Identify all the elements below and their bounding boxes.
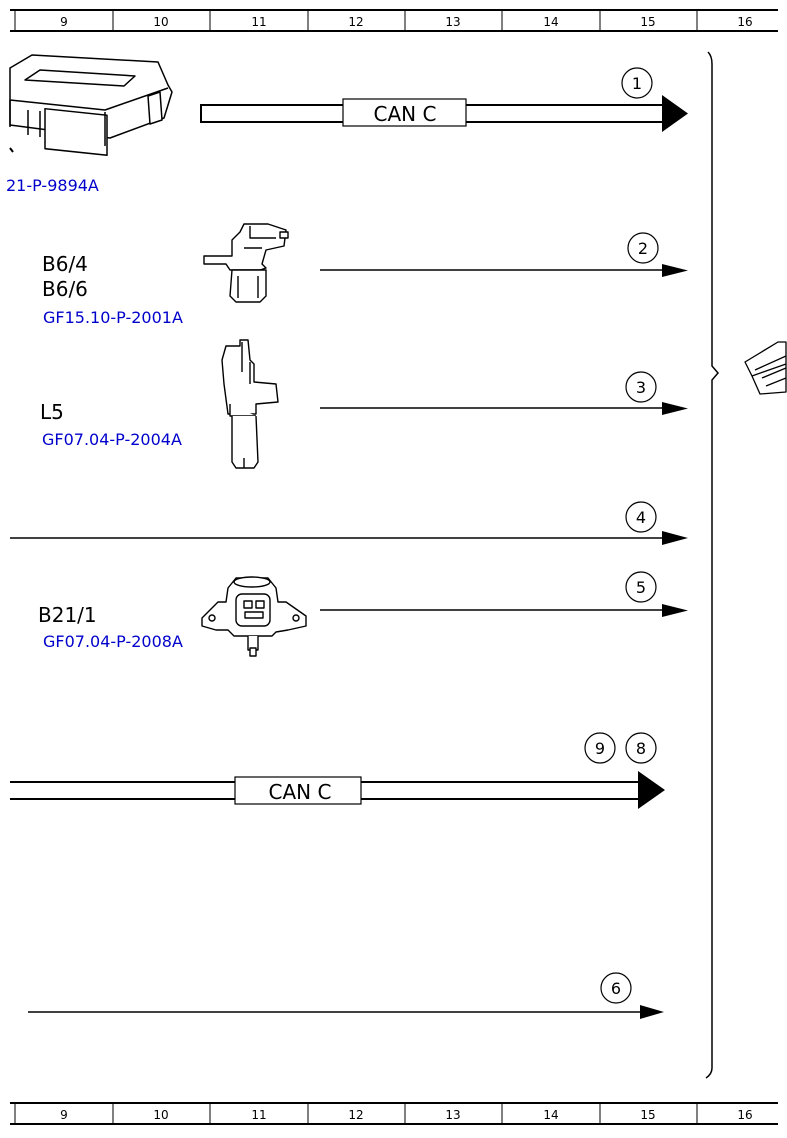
bottom-ruler-col-11: 11 — [251, 1108, 266, 1122]
l5-reference-link[interactable]: GF07.04-P-2004A — [42, 430, 182, 449]
bottom-ruler-col-10: 10 — [153, 1108, 168, 1122]
top-ruler-col-9: 9 — [60, 15, 68, 29]
can-bus-2-arrowhead — [638, 771, 665, 809]
b21-reference-link[interactable]: GF07.04-P-2008A — [43, 632, 183, 651]
top-ruler-col-10: 10 — [153, 15, 168, 29]
b6-reference-link[interactable]: GF15.10-P-2001A — [43, 308, 183, 327]
signal-marker-5: 5 — [636, 578, 646, 597]
signal-marker-2: 2 — [638, 239, 648, 258]
bottom-ruler-col-9: 9 — [60, 1108, 68, 1122]
signal-marker-1: 1 — [632, 74, 642, 93]
bottom-ruler-col-12: 12 — [348, 1108, 363, 1122]
signal-line-2: 2 — [320, 232, 688, 277]
grouping-brace — [705, 51, 719, 1079]
top-ruler: 9 10 11 12 13 14 15 16 — [10, 9, 778, 32]
camshaft-sensor-icon — [203, 223, 289, 303]
bottom-ruler-col-16: 16 — [737, 1108, 752, 1122]
bottom-ruler-col-14: 14 — [543, 1108, 558, 1122]
component-code-b6-4: B6/4 — [42, 252, 88, 276]
can-bus-1-arrowhead — [662, 95, 688, 132]
top-ruler-col-13: 13 — [445, 15, 460, 29]
control-module-icon — [9, 54, 173, 157]
signal-line-4: 4 — [10, 501, 688, 545]
bottom-ruler-col-13: 13 — [445, 1108, 460, 1122]
top-ruler-col-15: 15 — [640, 15, 655, 29]
signal-marker-9: 9 — [595, 739, 605, 758]
signal-marker-4: 4 — [636, 508, 646, 527]
can-bus-2: CAN C 9 8 — [10, 732, 665, 809]
bottom-ruler-col-15: 15 — [640, 1108, 655, 1122]
signal-line-6: 6 — [28, 972, 664, 1019]
can-bus-2-label: CAN C — [269, 780, 332, 804]
signal-marker-8: 8 — [636, 739, 646, 758]
signal-marker-6: 6 — [611, 979, 621, 998]
component-code-b6-6: B6/6 — [42, 277, 88, 301]
signal-line-3: 3 — [320, 371, 688, 415]
component-code-b21-1: B21/1 — [38, 603, 97, 627]
component-code-l5: L5 — [40, 400, 64, 424]
top-ruler-col-16: 16 — [737, 15, 752, 29]
top-ruler-col-11: 11 — [251, 15, 266, 29]
ecu-reference-link[interactable]: 21-P-9894A — [6, 176, 99, 195]
can-bus-1-label: CAN C — [374, 102, 437, 126]
top-ruler-col-12: 12 — [348, 15, 363, 29]
target-module-icon — [744, 341, 787, 395]
signal-line-5: 5 — [320, 571, 688, 617]
can-bus-1: CAN C 1 — [200, 67, 688, 132]
crankshaft-sensor-icon — [221, 339, 279, 469]
bottom-ruler: 9 10 11 12 13 14 15 16 — [10, 1102, 778, 1125]
pressure-sensor-icon — [201, 576, 307, 657]
top-ruler-col-14: 14 — [543, 15, 558, 29]
signal-marker-3: 3 — [636, 378, 646, 397]
